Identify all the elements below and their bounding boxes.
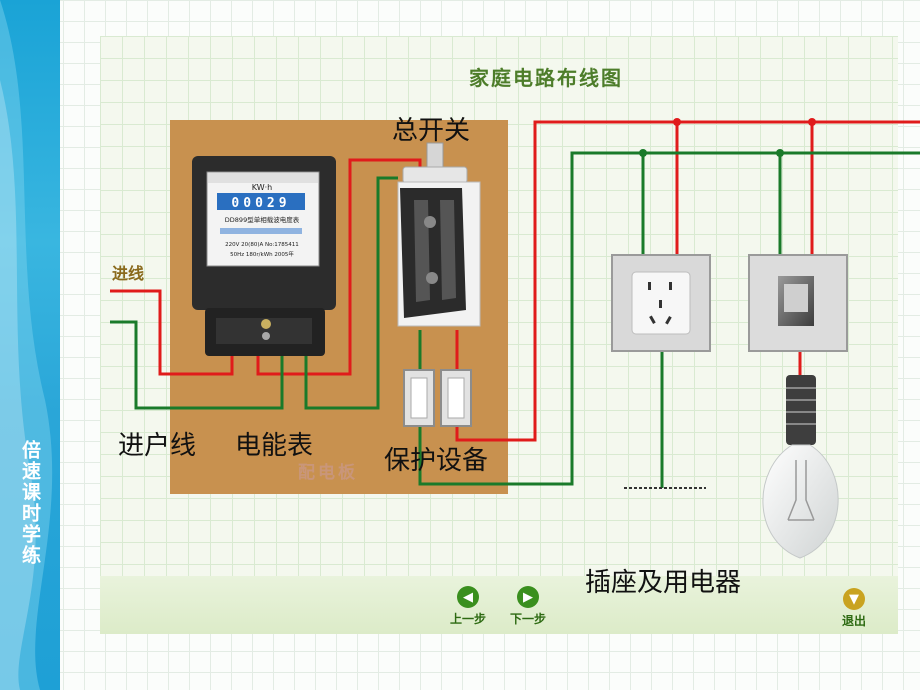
meter-reading: 00029 (231, 196, 290, 211)
neutral-wires (110, 151, 920, 488)
label-protection-device: 保护设备 (384, 446, 489, 476)
light-switch (748, 254, 848, 352)
sidebar: 倍速课时学练 (0, 0, 60, 690)
arrow-right-icon: ▶ (517, 586, 539, 608)
junction-dots (639, 118, 816, 157)
meter-spec-line-2: 50Hz 180r/kWh 2005年 (230, 250, 294, 258)
live-wires (110, 120, 920, 442)
wall-socket (611, 254, 711, 352)
next-step-button[interactable]: ▶ 下一步 (500, 586, 556, 627)
exit-label: 退出 (841, 614, 866, 628)
protection-fuses (403, 369, 472, 427)
exit-button[interactable]: ▼ 退出 (832, 588, 876, 629)
footer-bar (100, 576, 898, 634)
main-switch (397, 142, 481, 327)
meter-spec-line-1: 220V 20(80)A No:1785411 (225, 242, 299, 248)
label-main-switch: 总开关 (392, 116, 471, 146)
arrow-down-icon: ▼ (843, 588, 865, 610)
electric-meter (192, 156, 336, 356)
label-in-wire: 进线 (112, 264, 145, 283)
diagram-title: 家庭电路布线图 (469, 66, 623, 90)
meter-unit: KW·h (252, 183, 272, 192)
label-outlets-appliances: 插座及用电器 (585, 568, 742, 598)
meter-model: DD899型单相载波电度表 (225, 215, 300, 224)
label-electric-meter: 电能表 (235, 431, 314, 461)
next-step-label: 下一步 (509, 612, 546, 626)
label-incoming-line: 进户线 (118, 431, 197, 461)
arrow-left-icon: ◀ (457, 586, 479, 608)
sidebar-label: 倍速课时学练 (19, 440, 41, 566)
prev-step-label: 上一步 (449, 612, 486, 626)
label-distribution-board: 配电板 (298, 463, 358, 483)
prev-step-button[interactable]: ◀ 上一步 (440, 586, 496, 627)
sidebar-wave-decoration (0, 0, 53, 690)
light-bulb (762, 375, 839, 559)
